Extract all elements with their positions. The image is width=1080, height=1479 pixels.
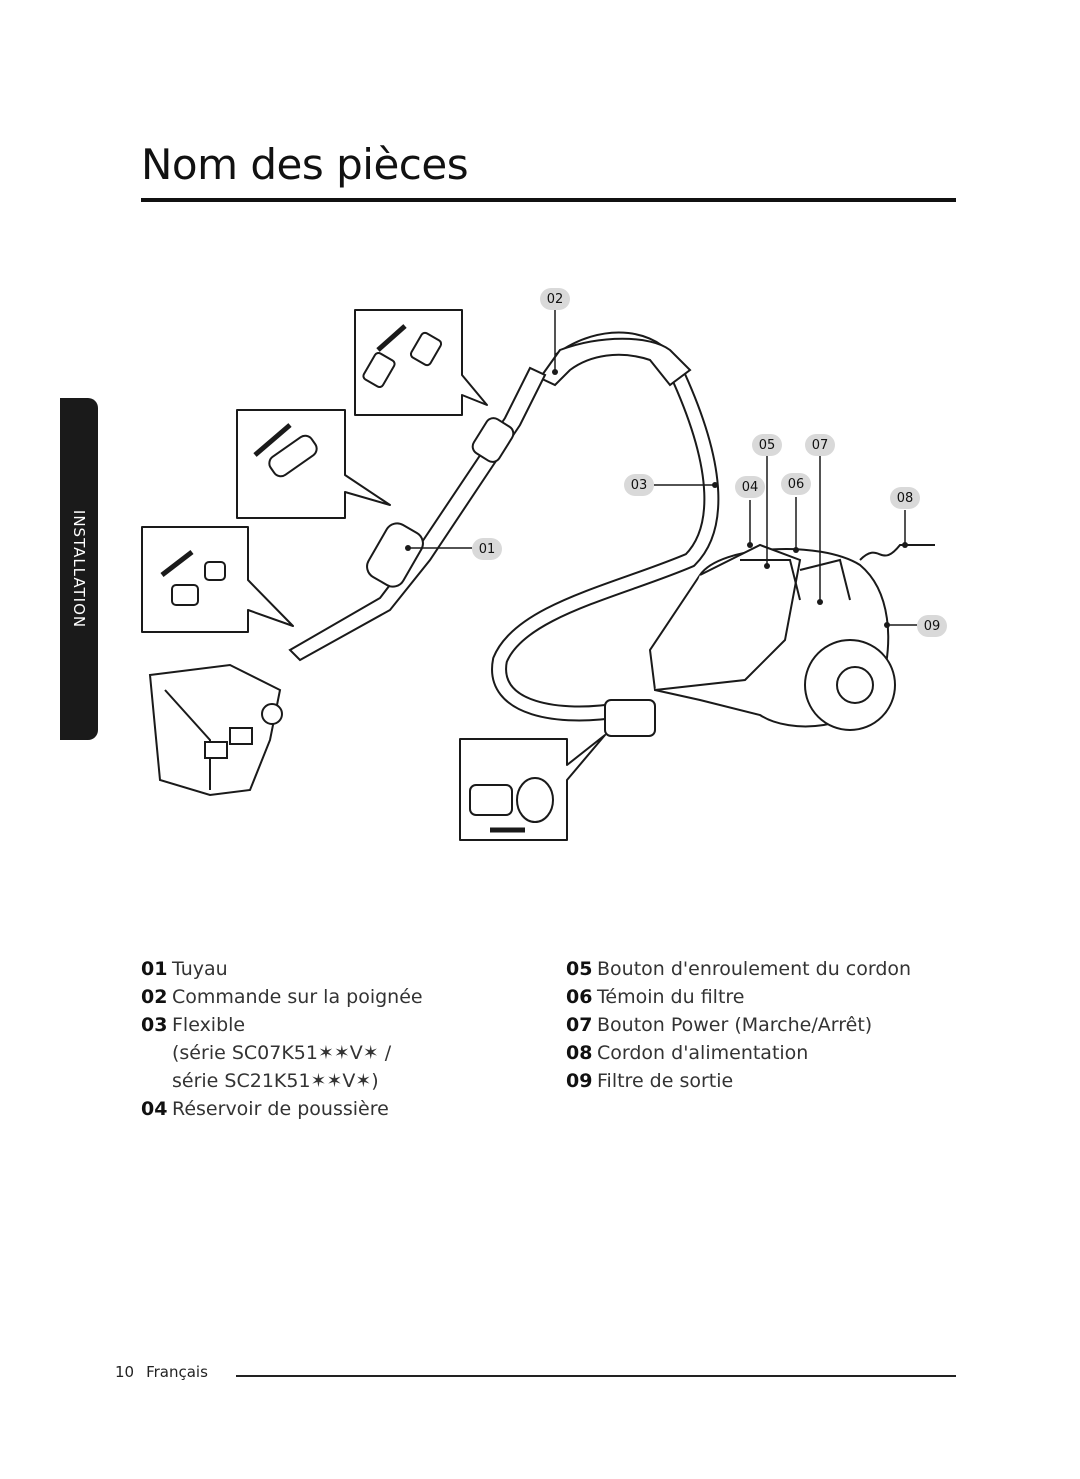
part-item-02: 02 Commande sur la poignée: [141, 986, 423, 1008]
parts-list-right: 05 Bouton d'enroulement du cordon 06 Tém…: [566, 955, 911, 1095]
inset-hose-connection: [459, 734, 606, 841]
svg-text:05: 05: [759, 438, 776, 453]
callout-01: 01: [472, 538, 502, 560]
svg-text:09: 09: [924, 619, 941, 634]
callout-09: 09: [917, 615, 947, 637]
callout-02: 02: [540, 288, 570, 310]
part-item-07: 07 Bouton Power (Marche/Arrêt): [566, 1014, 873, 1036]
title-divider: [141, 198, 956, 202]
parts-list-left: 01 Tuyau 02 Commande sur la poignée 03 F…: [141, 955, 423, 1123]
callout-03: 03: [624, 474, 654, 496]
canister-body: [604, 543, 935, 737]
callout-leaders: [408, 310, 917, 626]
svg-text:07: 07: [812, 438, 829, 453]
callout-06: 06: [781, 473, 811, 495]
svg-text:02: 02: [547, 292, 564, 307]
part-item-06: 06 Témoin du filtre: [566, 986, 745, 1008]
part-item-05: 05 Bouton d'enroulement du cordon: [566, 958, 912, 980]
page-footer: 10 Français: [115, 1363, 208, 1381]
handle: [538, 337, 692, 387]
callout-07: 07: [805, 434, 835, 456]
callout-08: 08: [890, 487, 920, 509]
wand-tube: [288, 366, 547, 662]
vacuum-diagram: 01 02 03 04 05 06 07 08 09: [141, 288, 947, 841]
callout-05: 05: [752, 434, 782, 456]
inset-tube-detail: [236, 409, 391, 519]
footer-divider: [236, 1375, 956, 1377]
floor-brush: [148, 663, 283, 797]
page-number: 10: [115, 1363, 135, 1381]
part-item-01: 01 Tuyau: [141, 958, 228, 980]
page-title: Nom des pièces: [141, 140, 469, 189]
svg-text:08: 08: [897, 491, 914, 506]
svg-text:03: 03: [631, 478, 648, 493]
svg-text:06: 06: [788, 477, 805, 492]
part-item-09: 09 Filtre de sortie: [566, 1070, 734, 1092]
inset-handle-detail: [354, 309, 488, 416]
part-item-04: 04 Réservoir de poussière: [141, 1098, 389, 1120]
svg-text:01: 01: [479, 542, 496, 557]
section-tab: INSTALLATION: [60, 398, 98, 740]
inset-brush-detail: [141, 526, 294, 633]
callout-04: 04: [735, 476, 765, 498]
part-item-08: 08 Cordon d'alimentation: [566, 1042, 809, 1064]
svg-text:04: 04: [742, 480, 759, 495]
part-item-03: 03 Flexible (série SC07K51✶✶V✶ / série S…: [141, 1014, 392, 1092]
footer-language: Français: [146, 1363, 208, 1381]
